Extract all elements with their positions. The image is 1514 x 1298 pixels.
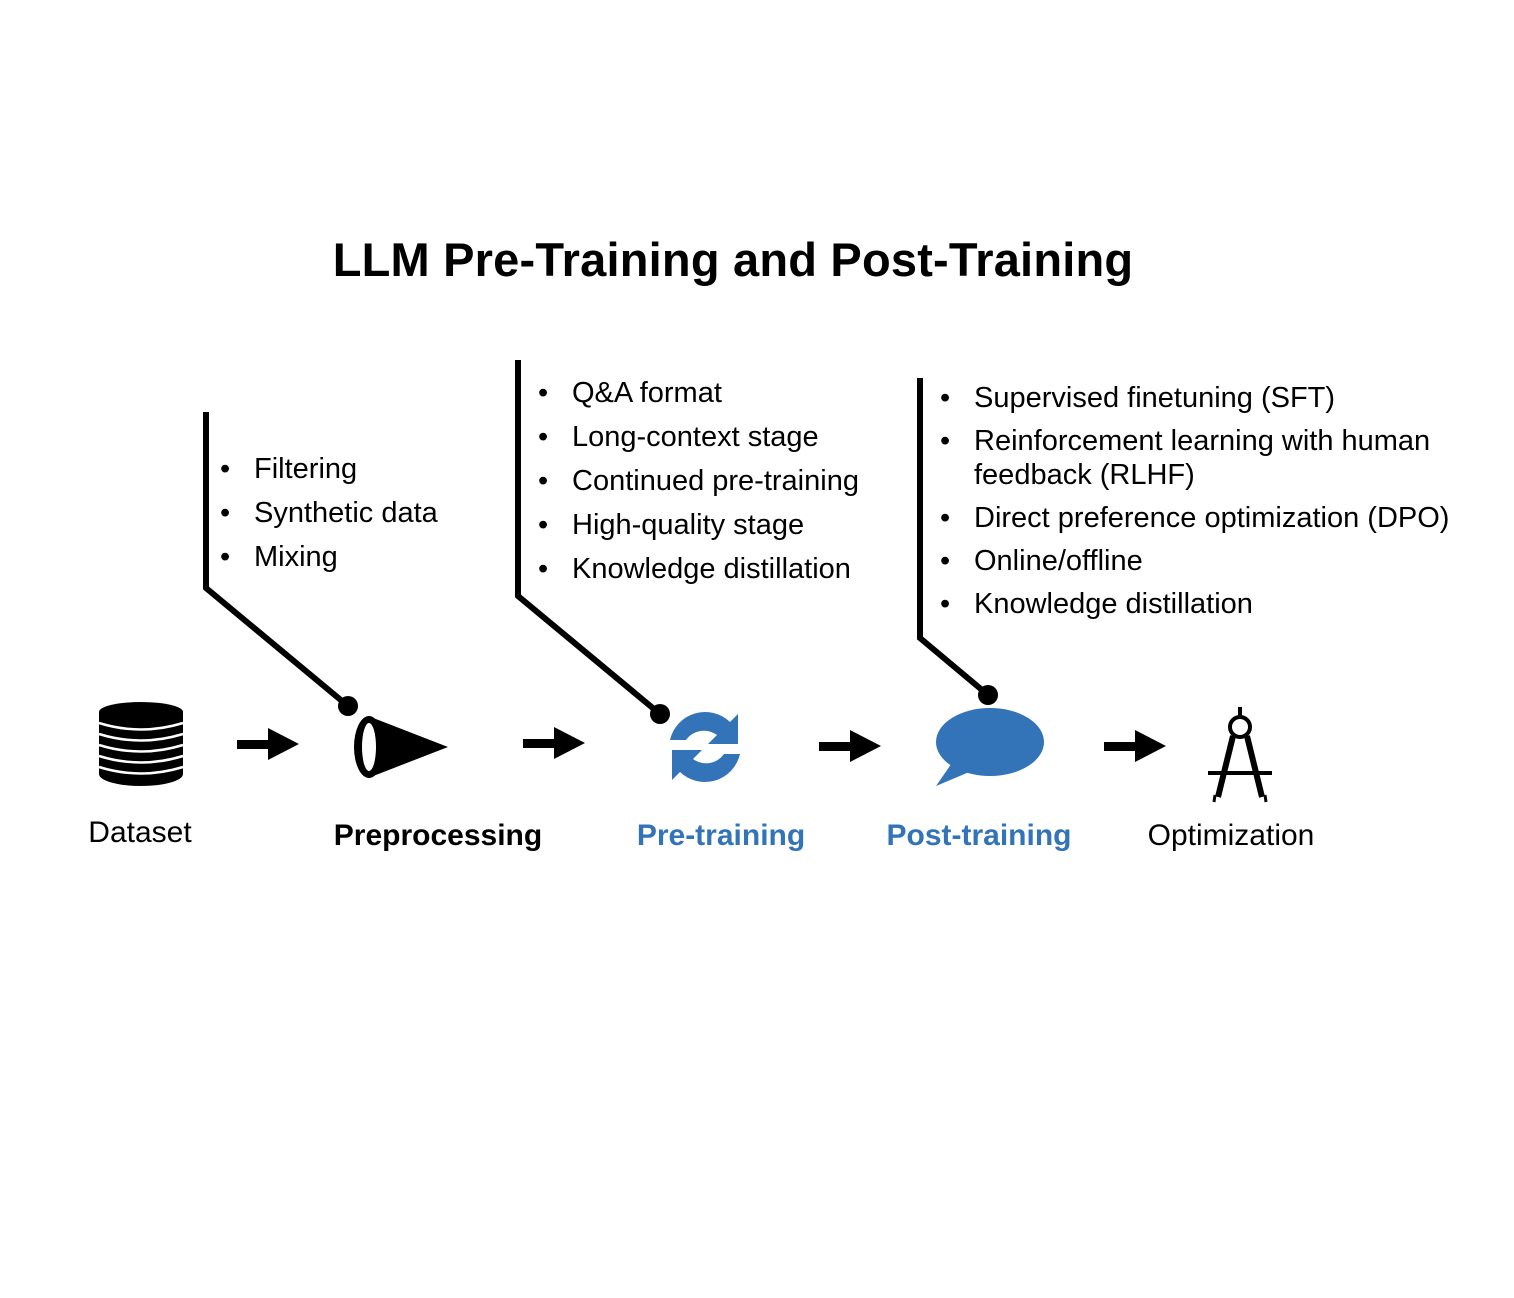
refresh-cycle-icon: [670, 711, 740, 783]
preprocessing-callout-dot: [338, 696, 358, 716]
list-item: Knowledge distillation: [522, 552, 859, 586]
pretraining-callout-dot: [650, 704, 670, 724]
list-item: Q&A format: [522, 376, 859, 410]
list-item: Reinforcement learning with human feedba…: [924, 424, 1509, 492]
list-item: Mixing: [204, 540, 438, 574]
arrow-icon: [523, 727, 585, 759]
list-item: High-quality stage: [522, 508, 859, 542]
posttraining-notes: Supervised finetuning (SFT) Reinforcemen…: [924, 381, 1509, 630]
stage-label-optimization: Optimization: [1147, 819, 1315, 852]
list-item: Knowledge distillation: [924, 587, 1509, 621]
diagram-title: LLM Pre-Training and Post-Training: [332, 233, 1134, 286]
list-item: Direct preference optimization (DPO): [924, 501, 1509, 535]
list-item: Supervised finetuning (SFT): [924, 381, 1509, 415]
stage-label-posttraining: Post-training: [886, 819, 1072, 852]
funnel-icon: [354, 716, 448, 778]
list-item: Synthetic data: [204, 496, 438, 530]
stage-label-preprocessing: Preprocessing: [333, 819, 543, 852]
list-item: Online/offline: [924, 544, 1509, 578]
preprocessing-notes: Filtering Synthetic data Mixing: [204, 452, 438, 584]
compass-icon: [1208, 707, 1272, 803]
posttraining-callout-line: [917, 378, 990, 698]
posttraining-callout-dot: [978, 685, 998, 705]
list-item: Filtering: [204, 452, 438, 486]
pretraining-notes: Q&A format Long-context stage Continued …: [522, 376, 859, 596]
arrow-icon: [1104, 730, 1166, 762]
list-item: Continued pre-training: [522, 464, 859, 498]
arrow-icon: [819, 730, 881, 762]
pretraining-callout-line: [515, 360, 662, 717]
database-icon: [98, 702, 184, 786]
speech-bubble-icon: [936, 708, 1044, 786]
arrow-icon: [237, 728, 299, 760]
stage-label-pretraining: Pre-training: [636, 819, 806, 852]
list-item: Long-context stage: [522, 420, 859, 454]
stage-label-dataset: Dataset: [88, 816, 192, 849]
